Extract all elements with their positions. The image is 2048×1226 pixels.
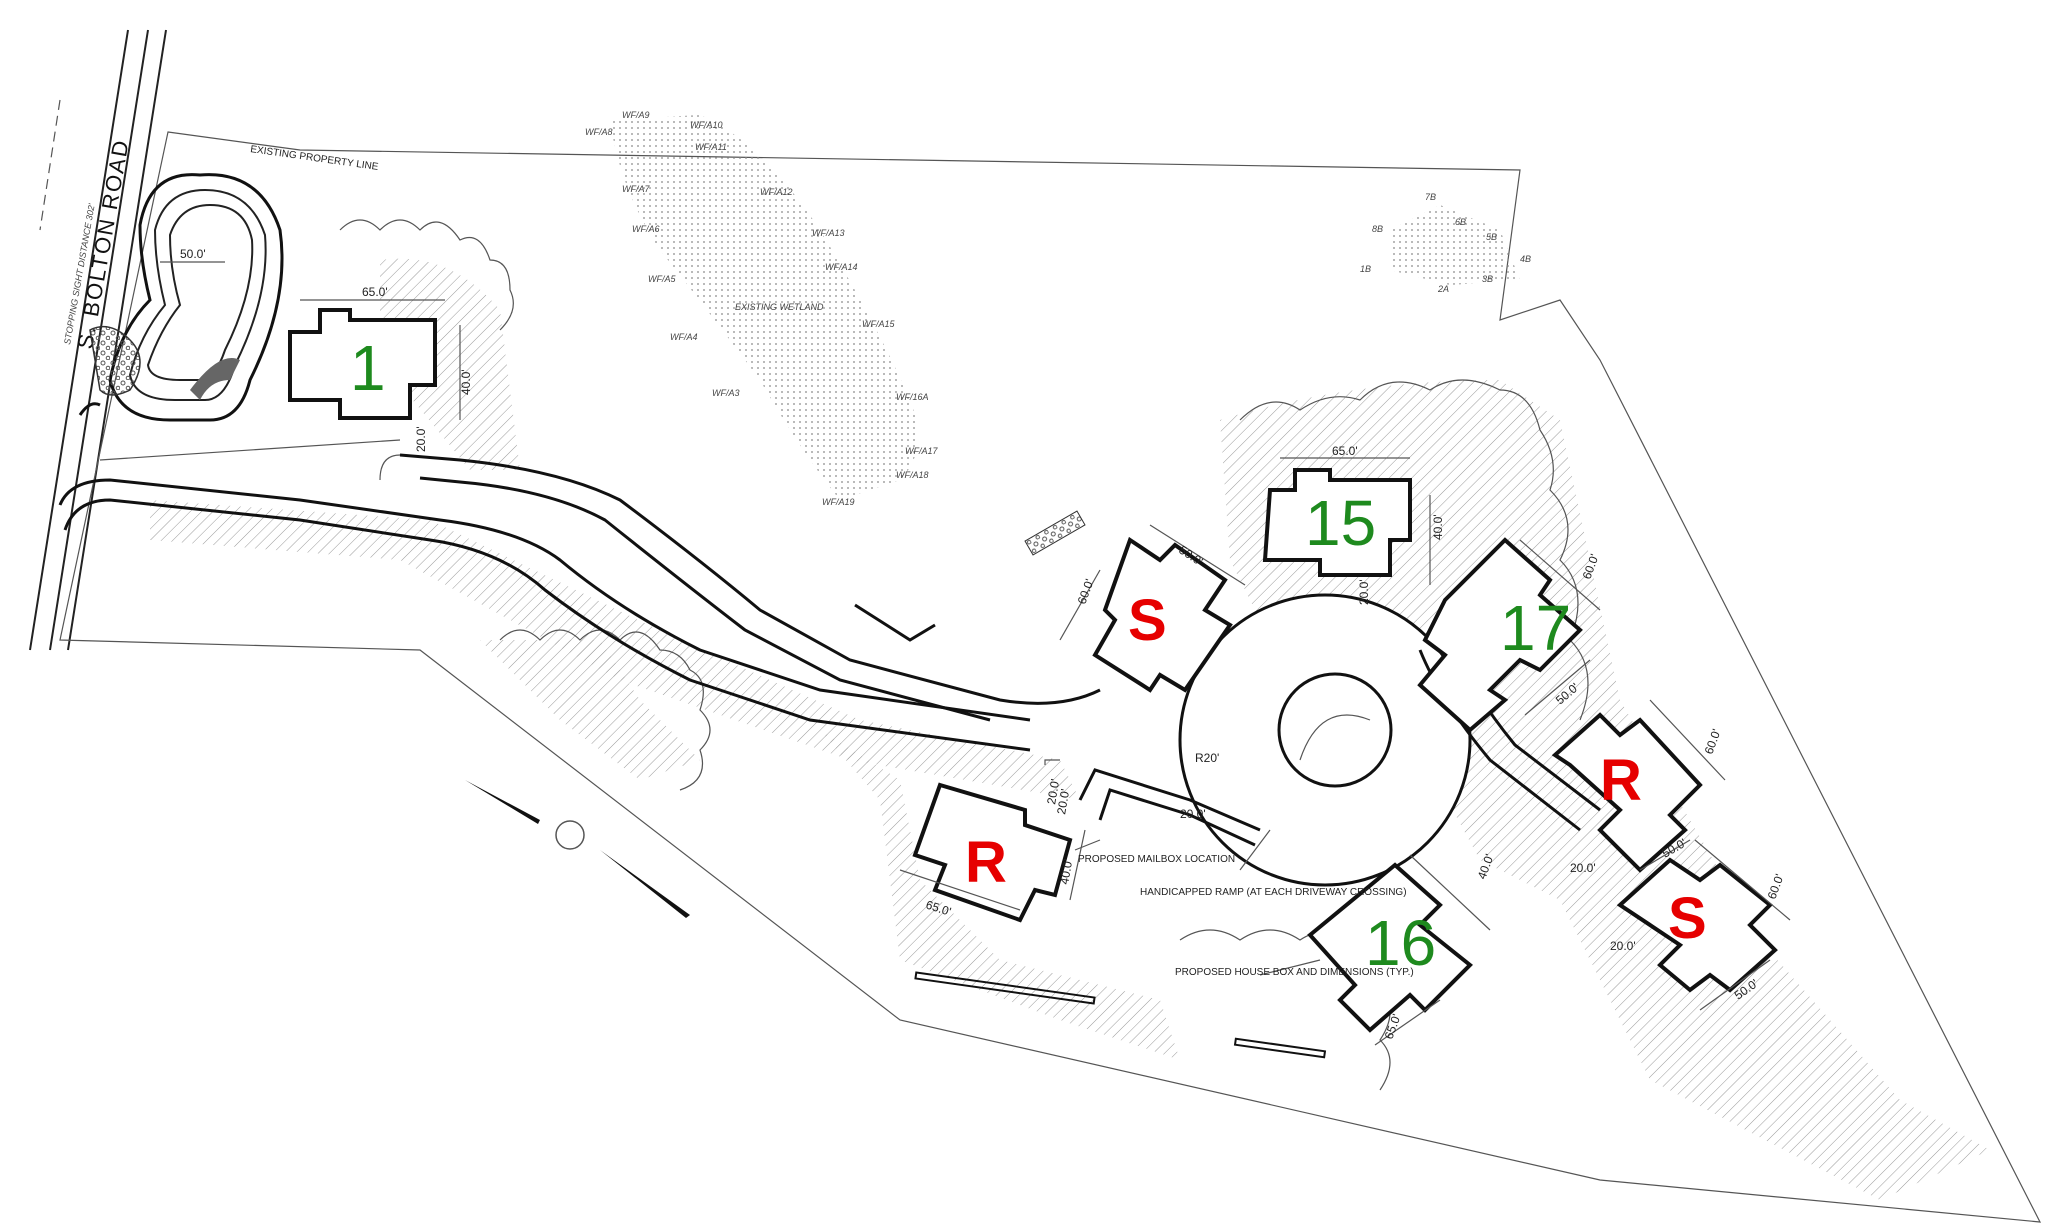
mailbox-callout: PROPOSED MAILBOX LOCATION xyxy=(1078,854,1235,865)
flag-label: 1B xyxy=(1360,264,1371,274)
flag-label: WF/A3 xyxy=(712,388,740,398)
detention-pond: 50.0' xyxy=(89,173,284,422)
hatched-area-west xyxy=(380,258,520,470)
hatched-area-southwest xyxy=(480,640,700,780)
tree-line-south xyxy=(499,629,711,791)
driveway-mid: 20.0' 20.0' xyxy=(1044,768,1261,847)
wetland-label: EXISTING WETLAND xyxy=(735,302,824,312)
house-box-callout: PROPOSED HOUSE BOX AND DIMENSIONS (TYP.) xyxy=(1175,967,1414,978)
boundary-flags: 7B 8B 6B 5B 4B 1B 2A 3B xyxy=(1360,192,1531,294)
wetland-flags: WF/A8 WF/A9 WF/A10 WF/A11 WF/A7 WF/A12 W… xyxy=(585,110,939,507)
lot-label: 16 xyxy=(1365,907,1436,979)
lot-depth-dim: 40.0' xyxy=(459,369,473,395)
flag-label: WF/A7 xyxy=(622,184,650,194)
tree-line-east xyxy=(1239,379,1589,721)
lot-15: 15 65.0' 40.0' 20.0' xyxy=(1262,444,1445,605)
lot-drive-dim: 20.0' xyxy=(1570,861,1596,875)
flag-label: WF/16A xyxy=(896,392,929,402)
lot-label: 1 xyxy=(350,332,386,404)
lot-16: 16 65.0' 40.0' xyxy=(1307,852,1497,1046)
chevron-mark xyxy=(854,603,936,642)
lot-depth-dim: 60.0' xyxy=(1765,872,1787,901)
flag-label: WF/A12 xyxy=(760,187,793,197)
lot-depth-dim: 40.0' xyxy=(1431,514,1445,540)
lot-label: 17 xyxy=(1500,592,1571,664)
ramp-callout: HANDICAPPED RAMP (AT EACH DRIVEWAY CROSS… xyxy=(1140,887,1407,898)
callouts: PROPOSED MAILBOX LOCATION HANDICAPPED RA… xyxy=(1074,829,1414,978)
flag-label: 4B xyxy=(1520,254,1531,264)
lot-drive-dim: 20.0' xyxy=(1610,939,1636,953)
flag-label: WF/A4 xyxy=(670,332,698,342)
lot-width-dim: 65.0' xyxy=(362,285,388,299)
flag-label: WF/A11 xyxy=(695,142,727,152)
flag-label: WF/A17 xyxy=(905,446,939,456)
lot-depth-dim: 60.0' xyxy=(1075,577,1097,606)
lot-drive-dim: 20.0' xyxy=(1357,579,1371,605)
flag-label: WF/A8 xyxy=(585,127,613,137)
radius-label: R20' xyxy=(1195,751,1219,765)
drive-dim-a: 20.0' xyxy=(1180,807,1206,821)
lot-label: R xyxy=(1600,748,1642,813)
sidewalk-bar xyxy=(1233,1037,1327,1059)
flag-label: 2A xyxy=(1437,284,1449,294)
north-arrow xyxy=(465,780,690,918)
flag-label: WF/A15 xyxy=(862,319,896,329)
lot-drive-dim: 20.0' xyxy=(414,426,428,452)
existing-wetland: EXISTING WETLAND xyxy=(610,115,918,500)
hatched-area-south xyxy=(820,730,1180,1060)
property-line-note: EXISTING PROPERTY LINE xyxy=(250,144,380,173)
cul-de-sac: R20' xyxy=(1178,593,1472,887)
lot-s-north: S 50.0' 60.0' xyxy=(1059,524,1246,693)
lot-r-east: R 50.0' 60.0' 20.0' xyxy=(1551,699,1726,875)
drive-dim-b: 20.0' xyxy=(1044,778,1062,806)
lot-depth-dim: 40.0' xyxy=(1057,858,1075,886)
sidewalk-bar xyxy=(914,971,1096,1005)
lot-label: R xyxy=(965,830,1007,895)
flag-label: 8B xyxy=(1372,224,1383,234)
pond-width-dim: 50.0' xyxy=(180,247,206,261)
flag-label: WF/A14 xyxy=(825,262,858,272)
flag-label: WF/A19 xyxy=(822,497,855,507)
stone-area xyxy=(1024,510,1086,556)
flag-label: 7B xyxy=(1425,192,1436,202)
flag-label: WF/A5 xyxy=(648,274,676,284)
lot-drive-dim: 20.0' xyxy=(1054,788,1072,816)
lot-s-south: S 50.0' 60.0' 20.0' xyxy=(1610,839,1791,1011)
lot-1: 1 65.0' 40.0' 20.0' xyxy=(288,285,473,452)
tree-line-west xyxy=(339,219,514,331)
flag-label: WF/A6 xyxy=(632,224,660,234)
property-boundary xyxy=(59,131,2042,1223)
flag-label: WF/A13 xyxy=(812,228,845,238)
lot-label: 15 xyxy=(1305,487,1376,559)
lot-label: S xyxy=(1668,886,1707,951)
flag-label: 6B xyxy=(1455,217,1466,227)
access-road xyxy=(58,402,1101,765)
flag-label: WF/A10 xyxy=(690,120,723,130)
lot-depth-dim: 60.0' xyxy=(1702,727,1724,756)
lot-width-dim: 65.0' xyxy=(1332,444,1358,458)
flag-label: WF/A18 xyxy=(896,470,929,480)
flag-label: 5B xyxy=(1486,232,1497,242)
lot-label: S xyxy=(1128,588,1167,653)
flag-label: 3B xyxy=(1482,274,1493,284)
flag-label: WF/A9 xyxy=(622,110,650,120)
